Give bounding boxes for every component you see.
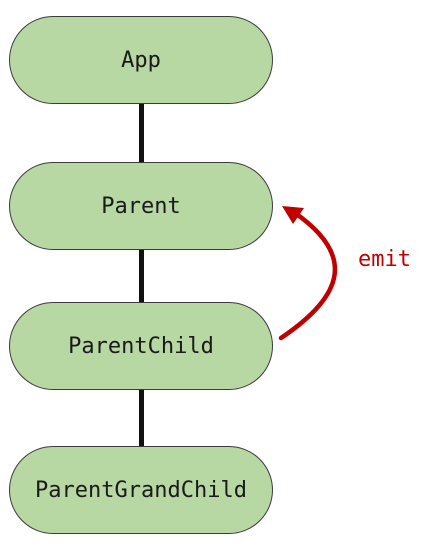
node-parent-child: ParentChild	[9, 302, 273, 390]
connector-parentchild-grandchild	[139, 390, 144, 446]
node-parent: Parent	[9, 162, 273, 250]
node-parent-grand-child-label: ParentGrandChild	[35, 477, 247, 503]
emit-arrowhead-icon	[282, 206, 304, 224]
node-app-label: App	[121, 47, 161, 73]
node-parent-grand-child: ParentGrandChild	[9, 446, 273, 534]
emit-label: emit	[358, 247, 411, 272]
node-parent-child-label: ParentChild	[68, 333, 214, 359]
node-app: App	[9, 16, 273, 104]
emit-arrow-curve	[278, 210, 338, 341]
connector-parent-parentchild	[139, 250, 144, 302]
node-parent-label: Parent	[101, 193, 181, 219]
connector-app-parent	[139, 104, 144, 162]
